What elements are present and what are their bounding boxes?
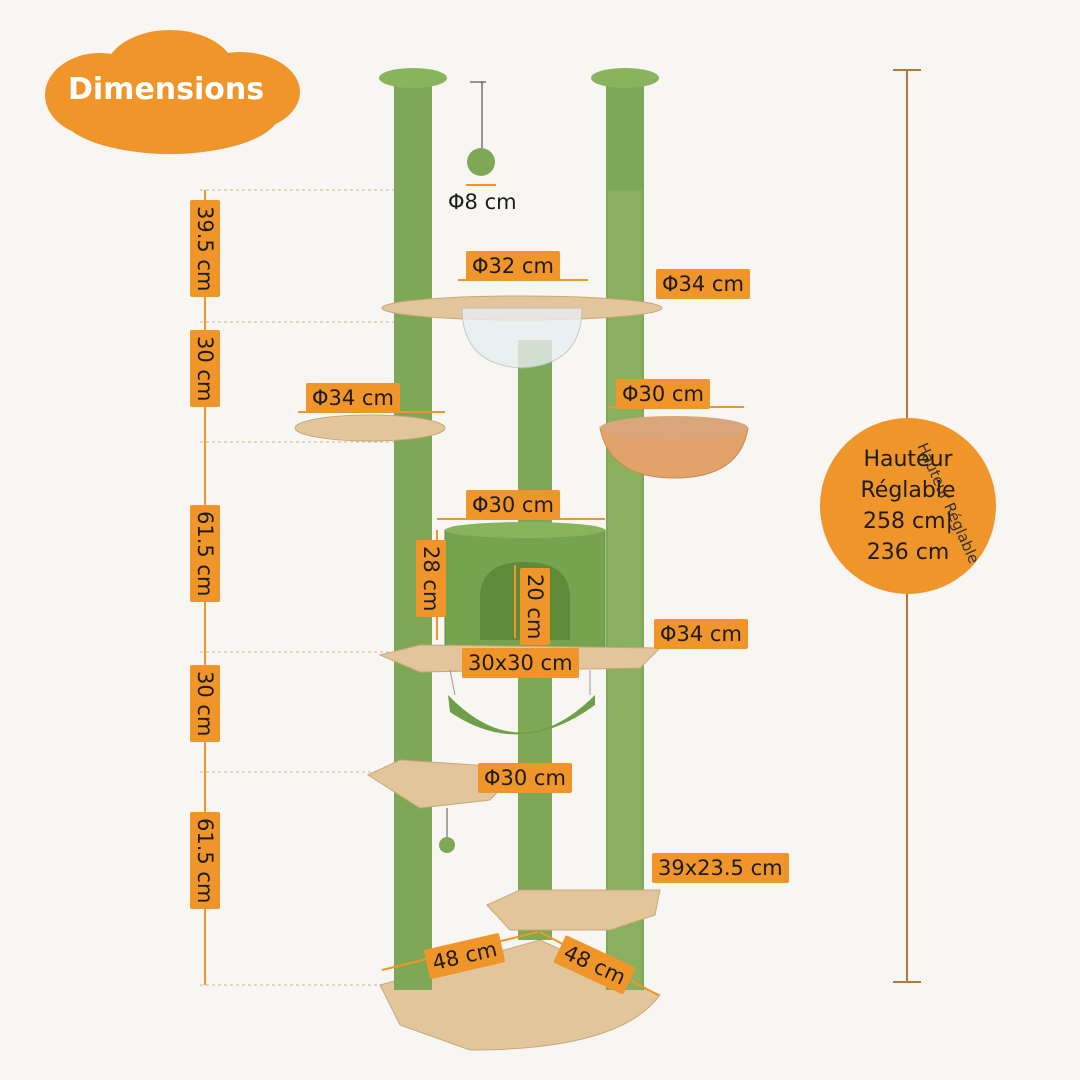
basket-rim	[600, 416, 748, 440]
top-right-platform-label: Φ34 cm	[656, 269, 750, 299]
height-segment-3: 61.5 cm	[190, 505, 220, 603]
total-height-line4: 236 cm	[866, 540, 950, 565]
hanging-ball	[467, 81, 495, 176]
height-guide-lines	[200, 189, 400, 986]
step-platform-label: 39x23.5 cm	[652, 853, 789, 883]
condo-diameter-label: Φ30 cm	[466, 490, 560, 520]
total-height-line3: 258 cm|	[863, 509, 953, 534]
condo-base-label: 30x30 cm	[462, 648, 579, 678]
height-segment-5: 61.5 cm	[190, 812, 220, 910]
mid-right-platform-label: Φ34 cm	[654, 619, 748, 649]
height-segment-1: 39.5 cm	[190, 200, 220, 298]
total-height-line1: Hauteur	[863, 447, 953, 472]
left-platform-label: Φ34 cm	[306, 383, 400, 413]
page-title: Dimensions	[68, 72, 265, 107]
height-segment-2: 30 cm	[190, 330, 220, 408]
total-height-line2: Réglable	[860, 478, 956, 503]
title-cloud	[45, 30, 300, 154]
height-segment-4: 30 cm	[190, 665, 220, 743]
basket-diameter-label: Φ30 cm	[616, 379, 710, 409]
hanging-ball-small	[439, 837, 455, 853]
hammock	[448, 669, 595, 735]
ball-diameter-label: Φ8 cm	[448, 190, 517, 214]
bowl-diameter-label: Φ32 cm	[466, 251, 560, 281]
left-platform	[294, 414, 446, 442]
basket	[599, 427, 749, 479]
clear-bowl	[461, 307, 583, 369]
step-platform	[486, 889, 661, 931]
lower-left-platform-label: Φ30 cm	[478, 763, 572, 793]
total-height-badge: Hauteur Réglable 258 cm| 236 cm	[820, 418, 996, 594]
condo-door-label: 20 cm	[520, 568, 550, 646]
posts	[379, 68, 659, 990]
condo-height-label: 28 cm	[416, 540, 446, 618]
